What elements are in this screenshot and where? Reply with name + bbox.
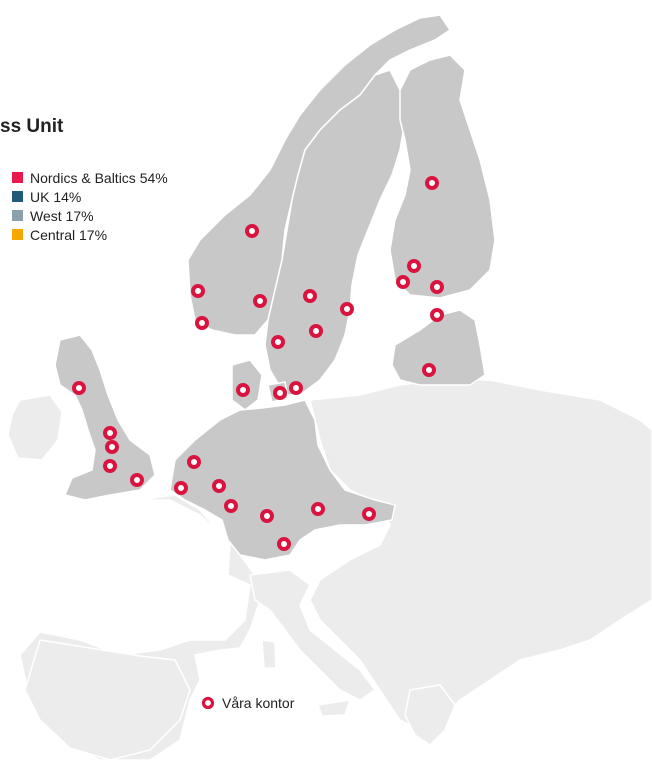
sweden-land <box>264 69 406 396</box>
office-marker[interactable] <box>309 324 323 338</box>
other-countries <box>7 379 652 761</box>
office-marker[interactable] <box>340 302 354 316</box>
offices-legend: Våra kontor <box>201 695 294 711</box>
offices-legend-label: Våra kontor <box>222 695 295 711</box>
legend-swatch <box>12 210 23 221</box>
legend-item-nordics: Nordics & Baltics 54% <box>12 168 168 187</box>
office-marker[interactable] <box>130 473 144 487</box>
office-marker[interactable] <box>224 499 238 513</box>
finland-land <box>389 54 496 299</box>
legend-item-central: Central 17% <box>12 225 168 244</box>
office-marker[interactable] <box>187 455 201 469</box>
legend-swatch <box>12 229 23 240</box>
office-marker[interactable] <box>253 294 267 308</box>
sardinia-land <box>261 639 277 669</box>
office-marker[interactable] <box>311 502 325 516</box>
legend-item-west: West 17% <box>12 206 168 225</box>
office-marker-icon <box>201 696 215 710</box>
office-marker[interactable] <box>303 289 317 303</box>
legend-label: West 17% <box>30 207 94 224</box>
office-marker[interactable] <box>271 335 285 349</box>
office-marker[interactable] <box>407 259 421 273</box>
legend-swatch <box>12 172 23 183</box>
map-title: ss Unit <box>0 116 64 137</box>
office-marker[interactable] <box>260 509 274 523</box>
business-unit-legend: Nordics & Baltics 54% UK 14% West 17% Ce… <box>12 168 168 244</box>
iberia-land <box>24 639 191 761</box>
central-europe-land <box>169 399 396 561</box>
office-marker[interactable] <box>212 479 226 493</box>
greece-land <box>404 684 456 746</box>
ireland-land <box>7 394 63 461</box>
sicily-land <box>316 699 352 717</box>
office-marker[interactable] <box>236 383 250 397</box>
legend-label: Nordics & Baltics 54% <box>30 169 168 186</box>
office-marker[interactable] <box>72 381 86 395</box>
office-marker[interactable] <box>422 363 436 377</box>
office-marker[interactable] <box>245 224 259 238</box>
office-marker[interactable] <box>430 308 444 322</box>
legend-swatch <box>12 191 23 202</box>
office-marker[interactable] <box>362 507 376 521</box>
legend-label: UK 14% <box>30 188 82 205</box>
legend-label: Central 17% <box>30 226 108 243</box>
office-marker[interactable] <box>425 176 439 190</box>
office-marker[interactable] <box>430 280 444 294</box>
office-marker[interactable] <box>195 316 209 330</box>
office-marker[interactable] <box>103 426 117 440</box>
office-marker[interactable] <box>273 386 287 400</box>
norway-land <box>187 14 452 336</box>
office-marker[interactable] <box>103 459 117 473</box>
italy-land <box>249 569 377 701</box>
legend-item-uk: UK 14% <box>12 187 168 206</box>
office-marker[interactable] <box>396 275 410 289</box>
office-marker[interactable] <box>105 440 119 454</box>
office-marker[interactable] <box>174 481 188 495</box>
uk-land <box>54 334 156 501</box>
office-marker[interactable] <box>289 381 303 395</box>
office-marker[interactable] <box>277 537 291 551</box>
office-marker[interactable] <box>191 284 205 298</box>
highlighted-regions <box>54 14 496 561</box>
office-markers <box>72 176 444 551</box>
